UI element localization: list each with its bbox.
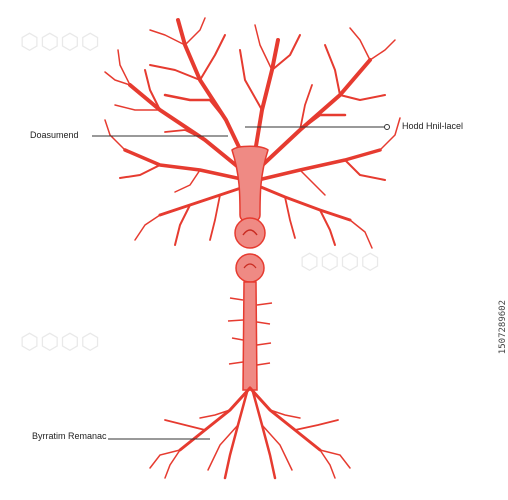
cell-body: [231, 145, 269, 283]
axon: [227, 281, 273, 391]
watermark: ⬡⬡⬡⬡: [20, 30, 101, 55]
label-bottom-left: Byrratim Remanac: [32, 431, 107, 441]
axon-terminals: [149, 386, 351, 480]
watermark: ⬡⬡⬡⬡: [20, 330, 101, 355]
dendrite-tree: [104, 17, 401, 249]
watermark: ⬡⬡⬡⬡: [300, 250, 381, 275]
label-top-left: Doasumend: [30, 130, 79, 140]
leader-lines: [92, 124, 390, 440]
label-top-right: Hodd Hnil-lacel: [402, 121, 464, 131]
image-id-text: 1507289602: [498, 300, 508, 355]
leader-dot-top-right: [384, 124, 390, 130]
